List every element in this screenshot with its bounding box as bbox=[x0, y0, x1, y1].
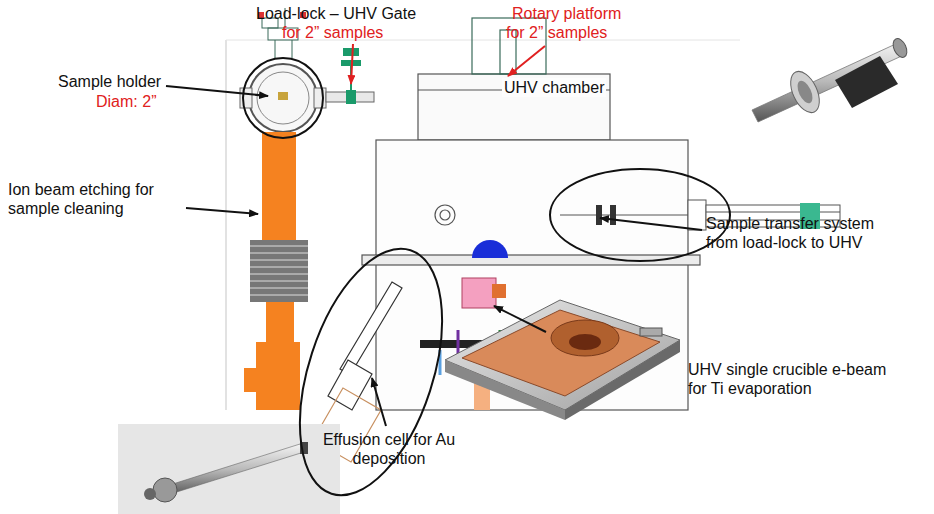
shutter bbox=[472, 240, 508, 258]
leader-arrow bbox=[351, 44, 353, 84]
ion-gun-base bbox=[256, 342, 300, 410]
uhv-chamber bbox=[362, 18, 700, 410]
part-label: Ion beam etching for sample cleaning bbox=[8, 180, 186, 218]
leader-arrow bbox=[600, 218, 702, 230]
leader-arrow bbox=[494, 306, 546, 332]
part-label: Effusion cell for Au deposition bbox=[322, 430, 456, 468]
part-label: UHV single crucible e-beam for Ti evapor… bbox=[688, 360, 906, 398]
bellows bbox=[250, 240, 308, 302]
size-note: for 2” samples bbox=[506, 23, 607, 42]
size-note: for 2” samples bbox=[282, 23, 383, 42]
highlight-ellipse bbox=[243, 58, 323, 138]
highlight-ellipse bbox=[550, 169, 730, 261]
e-beam-photo bbox=[445, 300, 680, 420]
leader-arrow bbox=[186, 208, 258, 214]
leader-arrow bbox=[508, 46, 545, 76]
part-label: Rotary platform bbox=[512, 4, 621, 23]
e-beam-source bbox=[462, 278, 496, 308]
part-label: Sample holder bbox=[58, 72, 161, 91]
highlight-ellipse bbox=[272, 231, 469, 513]
leader-arrow bbox=[372, 378, 386, 426]
load-lock-chamber bbox=[249, 64, 317, 132]
transfer-rod-photo bbox=[740, 12, 930, 134]
part-label: Sample transfer system from load-lock to… bbox=[706, 214, 896, 252]
size-note: Diam: 2” bbox=[96, 92, 156, 111]
frame-line bbox=[225, 40, 227, 410]
leader-arrow bbox=[166, 86, 268, 96]
part-label: Load-lock – UHV Gate bbox=[256, 4, 416, 23]
part-label: UHV chamber bbox=[502, 78, 606, 97]
ion-gun-column bbox=[262, 132, 296, 240]
